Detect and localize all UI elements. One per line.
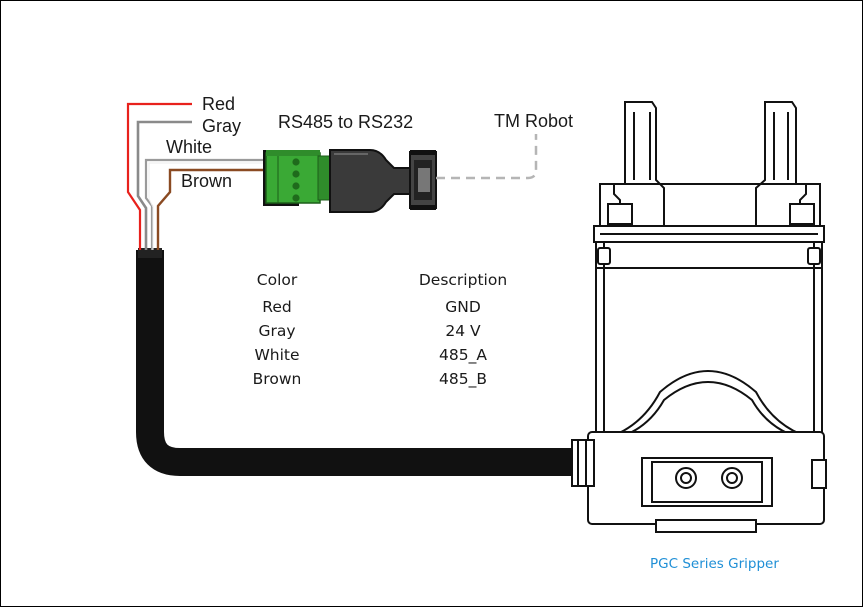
gripper-drawing — [571, 101, 827, 533]
table-cell-description: GND — [445, 298, 481, 316]
db9-connector — [409, 150, 437, 210]
table-cell-description: 485_B — [439, 370, 487, 389]
table-cell-color: White — [254, 346, 299, 364]
gray-wire — [136, 120, 192, 250]
red-wire — [126, 102, 192, 250]
robot-link-dashed — [436, 134, 538, 180]
table-cell-description: 485_A — [439, 346, 487, 365]
brown-wire — [156, 168, 268, 250]
cable-sleeve — [138, 248, 162, 258]
white-wire-label: White — [166, 137, 212, 157]
table-cell-description: 24 V — [445, 322, 481, 340]
brown-wire-label: Brown — [181, 171, 232, 191]
table-header-description: Description — [419, 271, 507, 289]
gripper-caption: PGC Series Gripper — [650, 556, 779, 572]
converter-label: RS485 to RS232 — [278, 112, 413, 132]
robot-label: TM Robot — [494, 111, 573, 131]
terminal-block — [263, 150, 331, 206]
white-wire — [144, 158, 268, 250]
table-cell-color: Brown — [253, 370, 302, 388]
white-wire-inner — [148, 162, 268, 250]
table-cell-color: Gray — [258, 322, 295, 340]
converter-body — [329, 149, 413, 213]
gray-wire-label: Gray — [202, 116, 241, 136]
main-cable — [136, 250, 590, 476]
table-cell-color: Red — [262, 298, 291, 316]
red-wire-label: Red — [202, 94, 235, 114]
table-header-color: Color — [257, 271, 298, 289]
